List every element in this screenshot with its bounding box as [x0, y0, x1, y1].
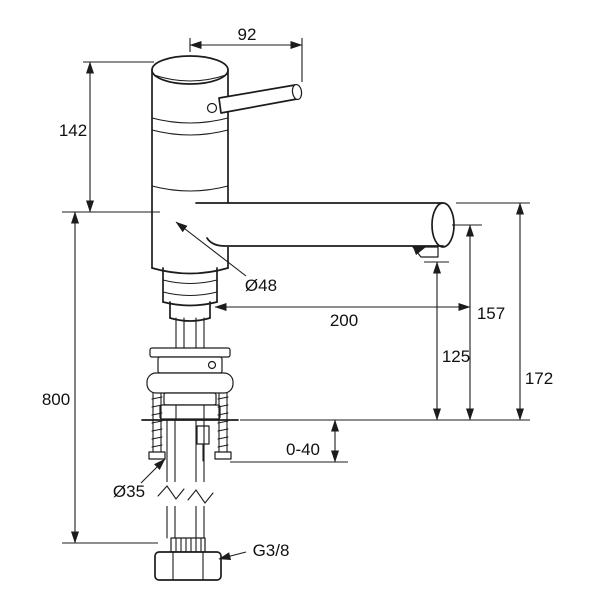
left-stud-threads [151, 396, 163, 448]
spout-bottom-edge [206, 237, 444, 247]
mounting-bracket [146, 372, 234, 394]
head-cap [151, 55, 229, 85]
right-stud-nut [214, 451, 232, 460]
lever-tip [291, 83, 303, 101]
dim-label-spout-projection: 200 [330, 311, 358, 330]
faucet-lever [218, 83, 303, 114]
collar-seam [162, 291, 218, 297]
base-bottom [169, 317, 211, 322]
faucet-base [162, 267, 218, 322]
mounting-nut-facets [175, 404, 205, 420]
lever-arm [218, 84, 302, 114]
hose-break-left [157, 485, 185, 500]
body-seam-line [151, 129, 229, 136]
leader-line [140, 458, 166, 484]
dim-spout-top-height: 172 [240, 202, 553, 421]
body-bottom-arc [151, 267, 229, 275]
dim-outlet-height: 157 [452, 224, 505, 421]
dim-label-spout-top-height: 172 [525, 369, 553, 388]
aerator-wedge [413, 247, 426, 255]
hose-break-mask [158, 482, 218, 506]
fitting-hex-nut [154, 551, 222, 581]
fixing-clip [196, 425, 210, 445]
body-seam-line [151, 185, 229, 192]
faucet-outline [141, 55, 455, 581]
spout-end-face [431, 202, 455, 248]
faucet-spout [194, 202, 455, 258]
dim-mounting-thickness: 0-40 [230, 419, 348, 463]
dim-lever-projection: 92 [189, 25, 303, 82]
dim-label-hole-diameter: Ø35 [113, 482, 145, 501]
dim-body-diameter: Ø48 [175, 221, 277, 295]
hose-break-right [187, 489, 214, 504]
mounting-screw [207, 360, 217, 370]
dim-label-head-height: 142 [59, 121, 87, 140]
fitting-collar-threads [175, 537, 202, 553]
mounting-spacer [163, 392, 217, 406]
hose-lines [166, 418, 205, 539]
dim-label-aerator-clearance: 125 [442, 347, 470, 366]
faucet-head [151, 55, 229, 114]
dim-hole-diameter: Ø35 [113, 458, 166, 501]
dim-hose-length: 800 [42, 211, 158, 544]
mounting-assembly [141, 317, 239, 462]
dim-head-height: 142 [59, 61, 160, 213]
spout-fill [194, 203, 443, 247]
leader-line [175, 221, 247, 277]
left-stud-nut [148, 451, 166, 460]
dim-label-outlet-height: 157 [477, 304, 505, 323]
body-seam-line [151, 117, 229, 124]
dim-spout-projection: 200 [214, 303, 471, 330]
dimensions: 92 142 800 Ø48 200 157 [42, 25, 553, 560]
dim-label-body-diameter: Ø48 [245, 276, 277, 295]
dim-label-hose-length: 800 [42, 390, 70, 409]
mounting-plate [149, 347, 231, 358]
head-cap-seam [153, 74, 227, 82]
collar-seam [162, 279, 218, 285]
dim-label-mounting-thickness: 0-40 [286, 440, 320, 459]
dim-aerator-clearance: 125 [424, 261, 470, 421]
lever-screw [206, 102, 218, 114]
mounting-nut [159, 404, 221, 420]
fitting-hex-facets [172, 551, 204, 581]
dim-supply-thread: G3/8 [218, 541, 290, 560]
leader-line [218, 551, 247, 560]
shank-pipes [175, 317, 205, 349]
dim-label-lever-projection: 92 [238, 25, 257, 44]
right-stud-threads [217, 396, 229, 448]
collar-bottom [162, 301, 218, 307]
dim-label-supply-thread: G3/8 [253, 541, 290, 560]
connection-fitting [154, 537, 222, 581]
supply-hoses [157, 418, 218, 539]
